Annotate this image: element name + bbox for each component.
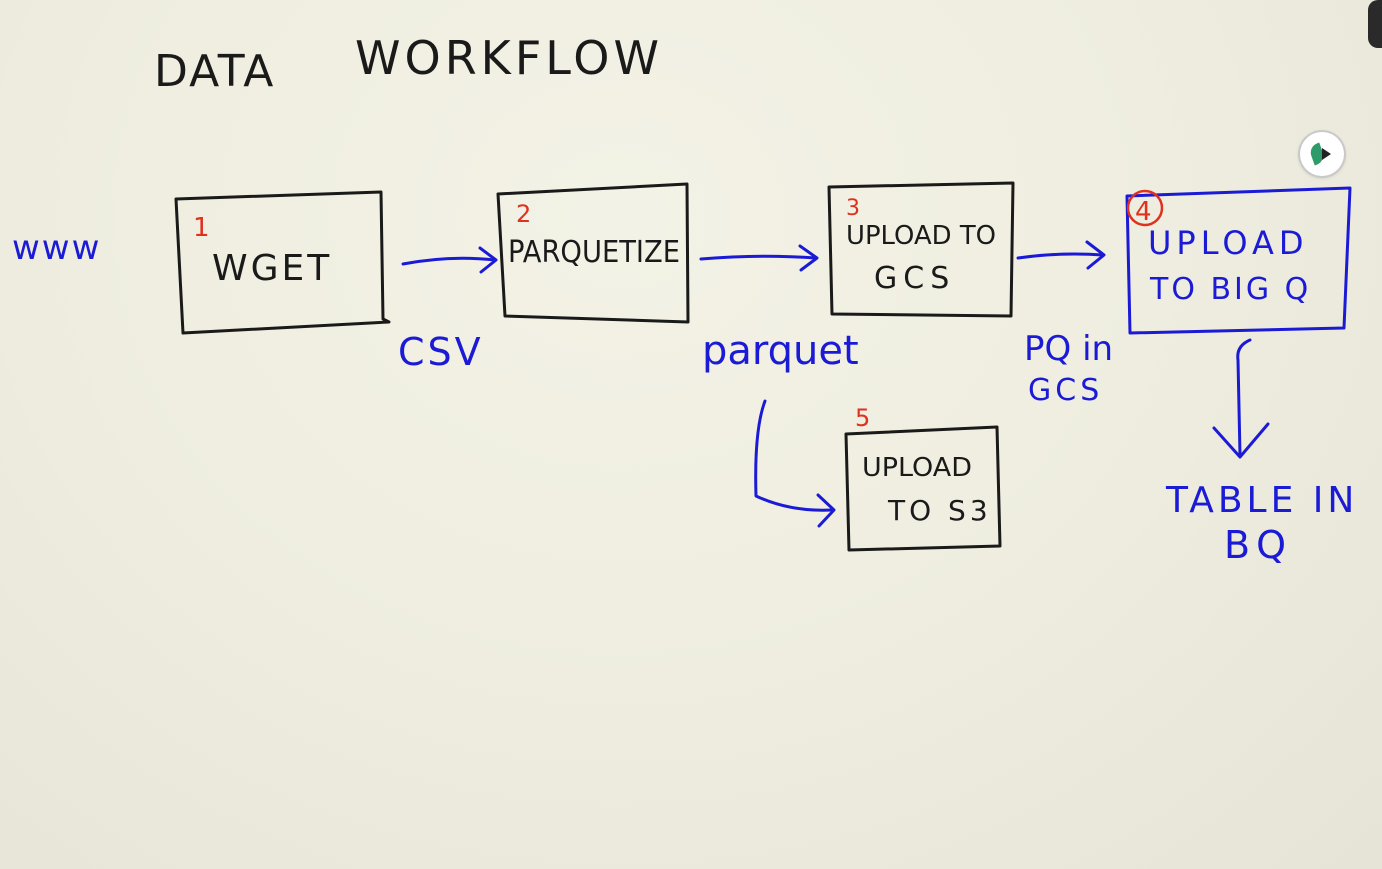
step-2-number: 2 <box>516 200 531 228</box>
arrow-parquetize-to-gcs <box>699 244 819 272</box>
step-4-box-outline <box>1125 186 1352 335</box>
player-control-button[interactable] <box>1300 132 1344 176</box>
play-icon <box>1322 148 1331 160</box>
step-4-label-line1: UPLOAD <box>1148 224 1309 262</box>
step-1-box-outline <box>174 190 391 335</box>
edge-label-pq-in: PQ in <box>1024 329 1113 369</box>
step-4-number-circle <box>1126 189 1164 227</box>
edge-label-csv: CSV <box>398 330 484 374</box>
step-3-label-line2: GCS <box>874 261 955 296</box>
step-5-s3-box: 5 UPLOAD TO S3 <box>844 404 1002 552</box>
output-label-line2: BQ <box>1224 523 1292 567</box>
step-3-gcs-box: 3 UPLOAD TO GCS <box>827 181 1015 318</box>
corner-overlay-tab[interactable] <box>1368 0 1382 48</box>
edge-label-parquet: parquet <box>702 328 859 374</box>
step-2-label: PARQUETIZE <box>508 235 680 270</box>
step-5-box-outline <box>844 425 1002 552</box>
step-4-bigquery-box: 4 UPLOAD TO BIG Q <box>1125 186 1352 335</box>
arrow-parquet-to-s3 <box>754 399 836 528</box>
step-5-label-line2: TO S3 <box>887 494 992 527</box>
step-5-label-line1: UPLOAD <box>862 453 972 483</box>
output-label-line1: TABLE IN <box>1165 480 1358 521</box>
step-1-label: WGET <box>212 248 332 289</box>
arrow-bigquery-to-table <box>1212 338 1270 459</box>
step-3-number: 3 <box>846 196 860 221</box>
step-2-box-outline <box>496 182 690 324</box>
title-word-data: DATA <box>154 46 275 97</box>
step-3-label-line1: UPLOAD TO <box>846 221 996 251</box>
source-label-www: www <box>12 228 101 268</box>
step-2-parquetize-box: 2 PARQUETIZE <box>496 182 690 324</box>
step-3-box-outline <box>827 181 1015 318</box>
arrow-gcs-to-bigquery <box>1016 240 1106 270</box>
step-4-number: 4 <box>1135 197 1152 227</box>
step-1-number: 1 <box>193 213 210 243</box>
arrow-wget-to-parquetize <box>401 246 498 274</box>
step-4-label-line2: TO BIG Q <box>1149 272 1311 307</box>
edge-label-gcs: GCS <box>1028 373 1103 408</box>
title-word-workflow: WORKFLOW <box>355 31 663 85</box>
step-5-number: 5 <box>855 404 870 432</box>
step-1-wget-box: 1 WGET <box>174 190 391 335</box>
